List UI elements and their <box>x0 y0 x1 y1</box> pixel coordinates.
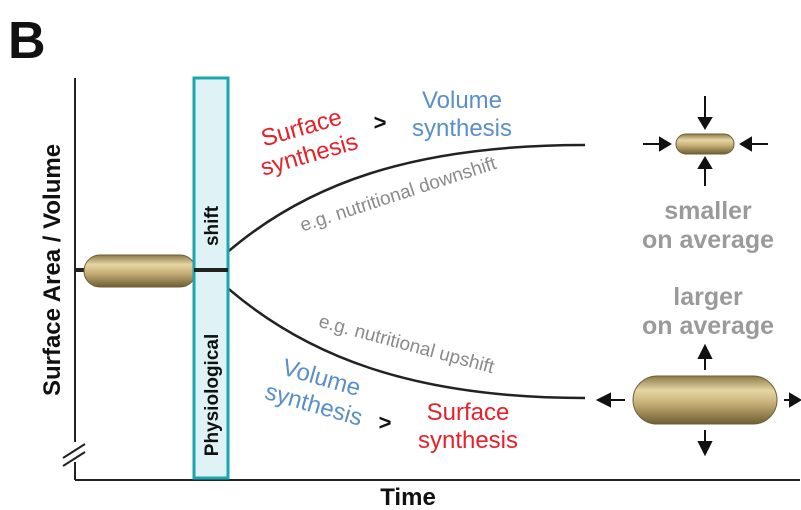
shift-label-top: shift <box>202 205 223 246</box>
upper-comparator: > <box>374 110 387 135</box>
upper-volume-synthesis-word: synthesis <box>412 115 512 142</box>
lower-surface-synthesis-word: synthesis <box>418 427 518 454</box>
small-cell <box>675 133 735 155</box>
upper-branch-curve <box>207 143 586 271</box>
smaller-label-line2: on average <box>642 226 774 254</box>
lower-example-text: e.g. nutritional upshift <box>316 311 497 378</box>
upper-volume-word: Volume <box>422 87 502 114</box>
lower-comparator: > <box>379 410 392 435</box>
large-cell-group <box>595 343 801 457</box>
x-axis-label: Time <box>380 484 436 510</box>
lower-branch-curve <box>207 269 586 400</box>
inward-arrows <box>643 96 768 186</box>
lower-surface-word: Surface <box>427 399 510 426</box>
axis-break-mark <box>62 443 86 467</box>
initial-cell <box>83 254 197 288</box>
upper-left-label-group: Surface synthesis <box>257 104 361 182</box>
shift-box <box>192 76 230 480</box>
panel-label: B <box>8 12 46 70</box>
larger-label-line2: on average <box>642 312 774 340</box>
y-axis-label: Surface Area / Volume <box>39 144 66 396</box>
outward-arrows <box>595 343 801 457</box>
shift-label-bottom: Physiological <box>202 334 223 456</box>
smaller-label-line1: smaller <box>664 197 752 225</box>
small-cell-group <box>643 96 768 186</box>
larger-label-line1: larger <box>673 283 743 311</box>
large-cell <box>632 375 778 425</box>
